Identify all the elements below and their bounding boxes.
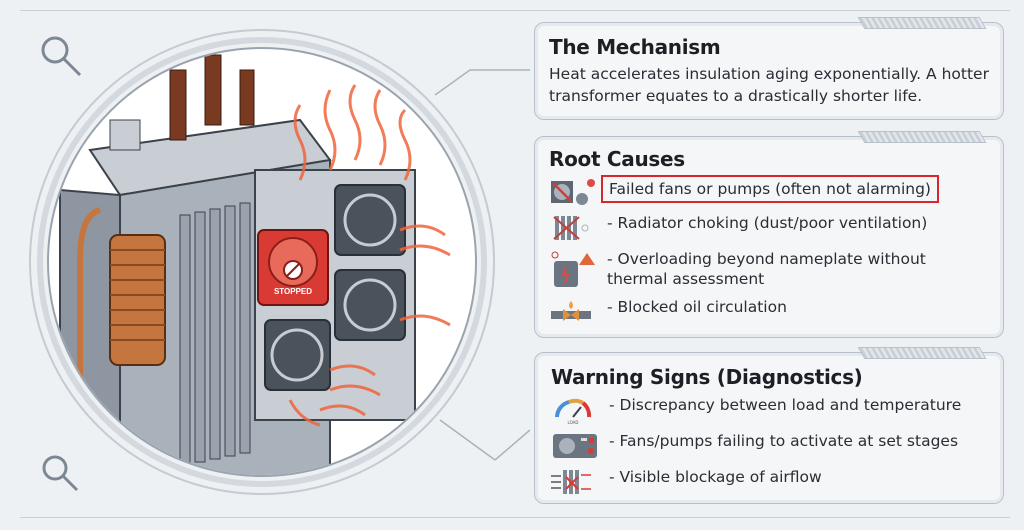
warning-sign-item: LOAD - Discrepancy between load and temp… bbox=[551, 395, 987, 425]
root-cause-item: - Overloading beyond nameplate without t… bbox=[549, 249, 989, 291]
root-causes-panel: Root Causes Failed fans or pumps (often … bbox=[534, 131, 1004, 338]
blocked-pipe-icon bbox=[551, 301, 591, 321]
failed-fan-pump-icon bbox=[551, 179, 595, 205]
panel-tab-decoration bbox=[857, 17, 987, 29]
fan-control-panel-icon bbox=[553, 434, 597, 458]
root-cause-item: Failed fans or pumps (often not alarming… bbox=[549, 175, 989, 207]
choked-radiator-icon bbox=[553, 216, 589, 240]
frame-line-top bbox=[20, 10, 1010, 11]
root-cause-text: - Blocked oil circulation bbox=[607, 298, 787, 316]
search-icon-bottom bbox=[42, 455, 79, 492]
mechanism-title: The Mechanism bbox=[549, 35, 721, 59]
warning-signs-panel: Warning Signs (Diagnostics) LOAD - Discr… bbox=[534, 347, 1004, 504]
load-gauge-icon: LOAD bbox=[555, 398, 592, 425]
panel-tab-decoration bbox=[857, 347, 987, 359]
gauge-label: LOAD bbox=[568, 420, 579, 425]
root-cause-text: - Overloading beyond nameplate without t… bbox=[607, 250, 926, 288]
root-cause-item: - Blocked oil circulation bbox=[549, 297, 989, 327]
frame-line-bottom bbox=[20, 517, 1010, 518]
warning-sign-item: - Fans/pumps failing to activate at set … bbox=[551, 431, 987, 461]
warning-sign-text: - Discrepancy between load and temperatu… bbox=[609, 396, 962, 414]
blocked-airflow-icon bbox=[551, 470, 591, 494]
transformer-illustration: STOPPED bbox=[29, 29, 530, 495]
warning-sign-item: - Visible blockage of airflow bbox=[551, 467, 987, 497]
fan-stopped-label: STOPPED bbox=[274, 287, 312, 296]
warning-signs-title: Warning Signs (Diagnostics) bbox=[551, 365, 863, 389]
root-causes-title: Root Causes bbox=[549, 147, 685, 171]
warning-sign-text: - Visible blockage of airflow bbox=[609, 468, 822, 486]
outer-ring-2 bbox=[37, 37, 487, 487]
mechanism-body: Heat accelerates insulation aging expone… bbox=[549, 65, 989, 105]
root-cause-item: - Radiator choking (dust/poor ventilatio… bbox=[549, 213, 989, 243]
outer-ring bbox=[29, 29, 495, 495]
mechanism-panel: The Mechanism Heat accelerates insulatio… bbox=[534, 17, 1004, 120]
root-cause-text: - Radiator choking (dust/poor ventilatio… bbox=[607, 214, 928, 232]
panel-tab-decoration bbox=[857, 131, 987, 143]
warning-sign-text: - Fans/pumps failing to activate at set … bbox=[609, 432, 959, 450]
search-icon bbox=[41, 36, 82, 77]
overloaded-transformer-icon bbox=[551, 251, 595, 287]
heat-waves bbox=[288, 84, 451, 427]
root-cause-text-highlighted: Failed fans or pumps (often not alarming… bbox=[601, 175, 939, 203]
